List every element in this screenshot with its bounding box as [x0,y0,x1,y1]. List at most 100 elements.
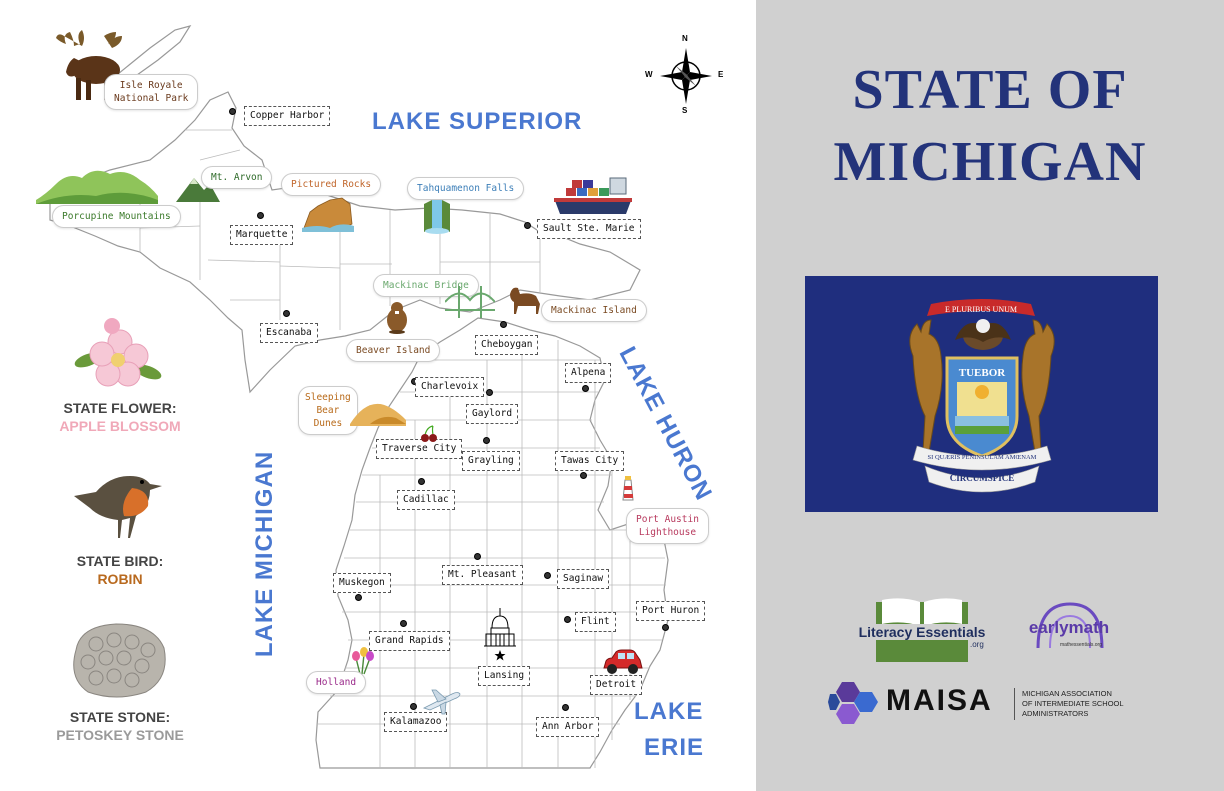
beaver-icon [387,302,407,334]
lake-michigan-label: LAKE MICHIGAN [251,450,279,658]
city-cadillac: Cadillac [397,490,455,510]
state-stone-value: PETOSKEY STONE [56,727,184,743]
sleeping-bear-line2: Bear [316,405,340,416]
sleeping-bear-line3: Dunes [313,418,343,429]
map-pin-icon [410,703,417,710]
compass-s: S [682,106,688,115]
red-car-icon [603,649,643,674]
map-pin-icon [524,222,531,229]
map-pin-icon [486,389,493,396]
map-pin-icon [400,620,407,627]
compass-e: E [718,70,724,79]
map-pin-icon [580,472,587,479]
porcupine-mountains-icon [36,170,158,204]
capitol-building-icon [484,608,516,661]
state-bird-value: ROBIN [97,571,143,587]
sleeping-bear-line1: Sleeping [305,392,351,403]
map-pin-icon [418,478,425,485]
cherries-icon [421,425,437,442]
map-pin-icon [564,616,571,623]
maisa-logo: MAISA MICHIGAN ASSOCIATION OF INTERMEDIA… [828,678,1138,730]
city-sault-ste-marie: Sault Ste. Marie [537,219,641,239]
city-tawas-city: Tawas City [555,451,625,471]
lake-erie-label-line1: LAKE [634,698,704,725]
maisa-line1: MICHIGAN ASSOCIATION [1022,689,1112,698]
map-pin-icon [500,321,507,328]
state-flower-label: STATE FLOWER: [63,400,177,416]
port-austin-line2: Lighthouse [638,527,697,538]
landmark-mackinac-bridge: Mackinac Bridge [373,274,479,297]
flag-shield-word: TUEBOR [959,367,1007,379]
lake-superior-label: LAKE SUPERIOR [372,108,583,135]
literacy-essentials-org: .org [970,640,984,649]
port-austin-line1: Port Austin [636,514,699,525]
maisa-hexagons-icon [828,682,878,724]
map-pin-icon [483,437,490,444]
earlymath-arc-icon [1036,602,1104,649]
landmark-isle-royale: Isle Royale National Park [104,74,199,110]
title-line1: STATE OF [852,59,1128,121]
landmark-port-austin-lighthouse: Port Austin Lighthouse [626,508,709,544]
maisa-line2: OF INTERMEDIATE SCHOOL [1022,699,1124,708]
state-stone-label: STATE STONE: [69,709,171,725]
side-panel: STATE OF MICHIGAN E PLURIBUS UNUM TUEBOR… [756,0,1224,791]
city-gaylord: Gaylord [466,404,519,424]
earlymath-url: mathessentials.org [1060,642,1102,648]
map-pin-icon [582,385,589,392]
landmark-tahquamenon-falls: Tahquamenon Falls [407,177,525,200]
state-flower-value: APPLE BLOSSOM [59,418,181,434]
map-pin-icon [474,553,481,560]
tulips-icon [352,647,374,675]
state-bird-label: STATE BIRD: [76,553,164,569]
city-lansing: Lansing [478,666,531,686]
map-pin-icon [562,704,569,711]
compass-w: W [645,70,653,79]
city-saginaw: Saginaw [557,569,610,589]
apple-blossom-icon [74,318,162,387]
literacy-essentials-logo: Literacy Essentials .org [846,596,998,666]
landmark-pictured-rocks: Pictured Rocks [281,173,382,196]
map-pin-icon [229,108,236,115]
city-traverse-city: Traverse City [376,439,463,459]
pictured-rocks-icon [302,197,354,232]
robin-icon [74,476,162,538]
city-mt-pleasant: Mt. Pleasant [442,565,523,585]
city-alpena: Alpena [565,363,612,383]
michigan-flag: E PLURIBUS UNUM TUEBOR SI QUÆRIS PENINSU… [805,276,1158,512]
landmark-porcupine-mountains: Porcupine Mountains [52,205,181,228]
city-marquette: Marquette [230,225,294,245]
city-port-huron: Port Huron [636,601,706,621]
map-pin-icon [544,572,551,579]
maisa-full-name: MICHIGAN ASSOCIATION OF INTERMEDIATE SCH… [1022,689,1124,719]
flag-motto-top: E PLURIBUS UNUM [945,305,1017,314]
landmark-mt-arvon: Mt. Arvon [201,166,273,189]
landmark-holland: Holland [306,671,367,694]
compass-rose-icon [660,48,712,104]
city-muskegon: Muskegon [333,573,391,593]
lake-erie-label-line2: ERIE [644,734,705,761]
map-pin-icon [283,310,290,317]
mackinac-bridge-icon [445,286,495,318]
city-cheboygan: Cheboygan [475,335,539,355]
city-grand-rapids: Grand Rapids [369,631,450,651]
landmark-sleeping-bear-dunes: Sleeping Bear Dunes [298,386,358,435]
map-pin-icon [355,594,362,601]
literacy-essentials-text: Literacy Essentials [846,624,998,640]
earlymath-logo: earlymath mathessentials.org [1014,596,1124,666]
page-title: STATE OF MICHIGAN [756,54,1224,198]
landmark-mackinac-island: Mackinac Island [541,299,647,322]
city-ann-arbor: Ann Arbor [536,717,600,737]
maisa-line3: ADMINISTRATORS [1022,709,1089,718]
map-pin-icon [662,624,669,631]
horse-icon [510,287,540,314]
city-copper-harbor: Copper Harbor [244,106,331,126]
maisa-text: MAISA [886,684,993,717]
city-detroit: Detroit [590,675,643,695]
city-flint: Flint [575,612,616,632]
airplane-icon [422,689,461,715]
michigan-map-panel: N S W E LAKE SUPERIOR LAKE HURON LAKE MI… [36,25,724,769]
waterfall-icon [424,200,450,234]
mt-arvon-icon [176,178,220,202]
lighthouse-icon [622,476,634,501]
michigan-state-seal: E PLURIBUS UNUM TUEBOR SI QUÆRIS PENINSU… [909,299,1055,493]
